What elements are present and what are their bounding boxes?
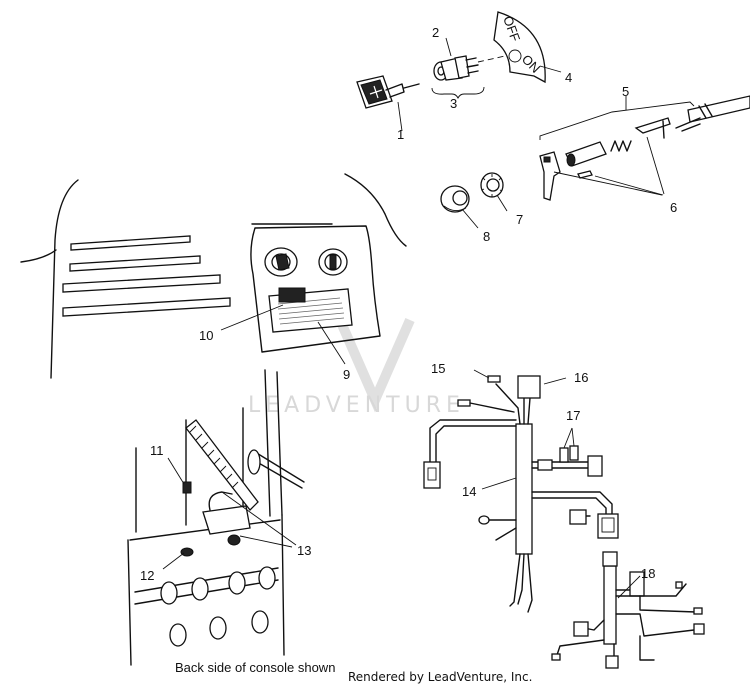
callout-16: 16 [574,370,588,385]
watermark-text: LEADVENTURE [248,393,465,418]
callout-10: 10 [199,328,213,343]
nut-part [440,185,479,229]
callout-17: 17 [566,408,580,423]
console-panel [220,225,381,365]
callout-8: 8 [483,229,490,244]
watermark: LEADVENTURE [248,317,465,418]
throttle-switch-assembly [539,95,750,201]
secondary-harness [551,551,705,669]
ignition-switch-part [431,37,506,100]
callout-15: 15 [431,361,445,376]
main-wiring-harness [423,369,619,613]
washer-part [480,172,508,212]
on-off-plate-part: OFF ON [493,11,562,84]
render-credit: Rendered by LeadVenture, Inc. [348,670,533,684]
callout-12: 12 [140,568,154,583]
callout-7: 7 [516,212,523,227]
console-back-view [127,369,305,666]
diagram-caption: Back side of console shown [175,660,336,675]
callout-labels: 1 2 3 4 5 6 7 8 9 10 11 12 13 14 15 16 1… [140,25,677,583]
callout-5: 5 [622,84,629,99]
callout-13: 13 [297,543,311,558]
callout-9: 9 [343,367,350,382]
callout-14: 14 [462,484,476,499]
callout-2: 2 [432,25,439,40]
callout-4: 4 [565,70,572,85]
callout-18: 18 [641,566,655,581]
hood-outline [20,173,407,379]
callout-6: 6 [670,200,677,215]
callout-11: 11 [150,443,164,458]
callout-1: 1 [397,127,404,142]
callout-3: 3 [450,96,457,111]
key-part [356,75,420,132]
